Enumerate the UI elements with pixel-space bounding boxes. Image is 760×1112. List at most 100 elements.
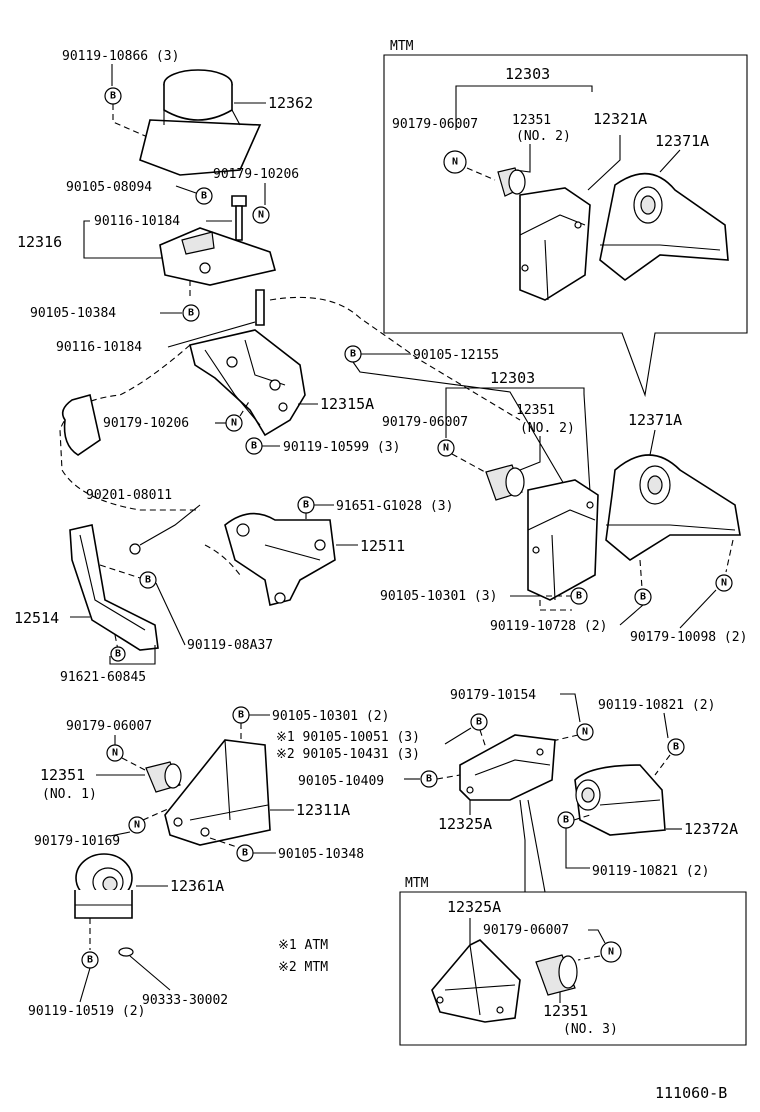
bolt-symbol: B xyxy=(420,770,438,788)
label-mtm-12303: 12303 xyxy=(505,65,550,83)
label-90119-10599: 90119-10599 (3) xyxy=(283,440,400,455)
label-m-12303: 12303 xyxy=(490,369,535,387)
label-12311A: 12311A xyxy=(296,801,350,819)
label-m-12351: 12351 xyxy=(516,403,555,418)
label-b-12351: 12351 xyxy=(543,1002,588,1020)
svg-text:N: N xyxy=(258,210,264,221)
label-90119-08A37: 90119-08A37 xyxy=(187,638,273,653)
stud-part xyxy=(255,289,265,326)
bolt-symbol: B xyxy=(667,738,685,756)
svg-text:N: N xyxy=(134,820,140,831)
label-90105-12155: 90105-12155 xyxy=(413,348,499,363)
label-mtm-12321A: 12321A xyxy=(593,110,647,128)
svg-text:N: N xyxy=(582,727,588,738)
label-90105-10384: 90105-10384 xyxy=(30,306,116,321)
mtm-inset-bottom-frame xyxy=(399,891,747,1046)
mount-12362-part xyxy=(139,69,262,176)
bracket-12511-part xyxy=(224,512,336,606)
bolt-symbol: B xyxy=(470,713,488,731)
bolt-symbol: B xyxy=(104,87,122,105)
svg-text:B: B xyxy=(640,592,646,603)
label-12514: 12514 xyxy=(14,609,59,627)
label-90105-08094: 90105-08094 xyxy=(66,180,152,195)
label-l-90179-10169: 90179-10169 xyxy=(34,834,120,849)
svg-text:B: B xyxy=(242,848,248,859)
svg-text:B: B xyxy=(145,575,151,586)
mtm-box-title: MTM xyxy=(390,39,414,54)
lower-left-group: 90179-06007 N 12351 (NO. 1) N 90179-1016… xyxy=(28,706,420,1019)
label-12316: 12316 xyxy=(17,233,62,251)
note-mtm: ※2 MTM xyxy=(278,960,328,975)
nut-symbol: N xyxy=(600,941,622,963)
bolt-symbol: B xyxy=(245,437,263,455)
svg-text:N: N xyxy=(112,748,118,759)
svg-text:B: B xyxy=(251,441,257,452)
label-12511: 12511 xyxy=(360,537,405,555)
label-12315A: 12315A xyxy=(320,395,374,413)
bolt-symbol: B xyxy=(634,588,652,606)
bracket-12325A-part xyxy=(459,734,556,801)
nut-symbol: N xyxy=(128,816,146,834)
label-90119-10821-b: 90119-10821 (2) xyxy=(592,864,709,879)
label-12362: 12362 xyxy=(268,94,313,112)
label-mtm-90179-06007: 90179-06007 xyxy=(392,117,478,132)
bolt-symbol: B xyxy=(81,951,99,969)
label-b-90179-06007: 90179-06007 xyxy=(483,923,569,938)
label-90105-10409: 90105-10409 xyxy=(298,774,384,789)
bolt-symbol: B xyxy=(570,587,588,605)
label-m-90179-06007: 90179-06007 xyxy=(382,415,468,430)
label-90179-10206-b: 90179-10206 xyxy=(103,416,189,431)
cushion-no2-part xyxy=(497,167,526,197)
label-90105-10301-2: 90105-10301 (2) xyxy=(272,709,389,724)
svg-text:B: B xyxy=(476,717,482,728)
clip-part xyxy=(118,947,134,957)
bracket-12325A-mtm-part xyxy=(431,939,521,1023)
label-90105-10431: ※2 90105-10431 (3) xyxy=(276,747,420,762)
nut-symbol: N xyxy=(576,723,594,741)
svg-text:N: N xyxy=(231,418,237,429)
bracket-12315A-part xyxy=(189,329,306,437)
label-90116-10184-b: 90116-10184 xyxy=(56,340,142,355)
cushion-no2-part xyxy=(485,464,525,501)
label-mtm-12351: 12351 xyxy=(512,113,551,128)
bracket-12321A-part xyxy=(519,187,591,301)
bolt-symbol: B xyxy=(297,496,315,514)
nut-symbol: N xyxy=(106,744,124,762)
svg-text:B: B xyxy=(201,191,207,202)
mtm-box-title-bottom: MTM xyxy=(405,876,429,891)
svg-text:B: B xyxy=(303,500,309,511)
lower-right-group: 90179-10154 N B 90105-10409 B 12325A xyxy=(298,688,747,1046)
svg-text:B: B xyxy=(426,774,432,785)
label-90105-10301-3: 90105-10301 (3) xyxy=(380,589,497,604)
middle-right-group: B 90105-12155 12303 90179-06007 12351 (N… xyxy=(344,345,747,645)
label-12325A: 12325A xyxy=(438,815,492,833)
bolt-symbol: B xyxy=(110,646,126,662)
nut-symbol: N xyxy=(437,439,455,457)
label-90333-30002: 90333-30002 xyxy=(142,993,228,1008)
nut-symbol: N xyxy=(715,574,733,592)
nut-symbol: N xyxy=(252,206,270,224)
svg-text:N: N xyxy=(721,578,727,589)
label-b-no3: (NO. 3) xyxy=(563,1022,618,1037)
label-mtm-no2: (NO. 2) xyxy=(516,129,571,144)
label-90119-10519: 90119-10519 (2) xyxy=(28,1004,145,1019)
mount-12371A-part xyxy=(599,172,729,282)
note-atm: ※1 ATM xyxy=(278,938,328,953)
nut-symbol: N xyxy=(443,150,467,174)
svg-text:B: B xyxy=(350,349,356,360)
bolt-symbol: B xyxy=(139,571,157,589)
label-90119-10728: 90119-10728 (2) xyxy=(490,619,607,634)
label-90179-10154: 90179-10154 xyxy=(450,688,536,703)
mount-12361A-part xyxy=(74,853,133,919)
label-90179-10206-a: 90179-10206 xyxy=(213,167,299,182)
bracket-12311A-part xyxy=(164,739,271,846)
cushion-no1-part xyxy=(145,761,182,793)
bolt-symbol: B xyxy=(236,844,254,862)
bolt-symbol: B xyxy=(344,345,362,363)
engine-pulley xyxy=(61,394,101,456)
bolt-symbol: B xyxy=(557,811,575,829)
svg-text:N: N xyxy=(452,157,458,168)
bolt-symbol: B xyxy=(182,304,200,322)
mount-12372A-part xyxy=(574,764,666,836)
